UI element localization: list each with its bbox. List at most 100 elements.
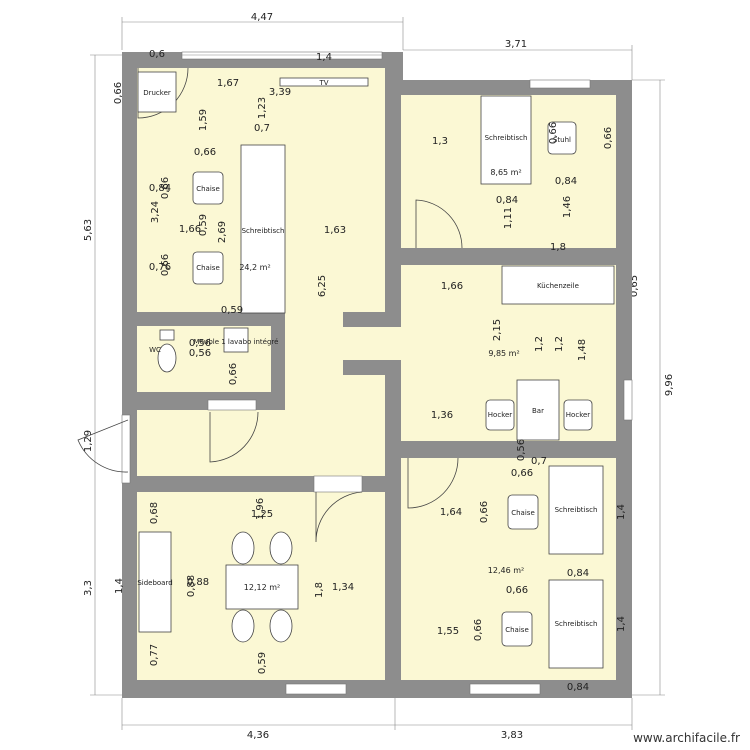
desk-bottom-right-2 (548, 579, 604, 669)
dim-bottom-right: 3,83 (501, 730, 523, 741)
bar-label: Bar (532, 407, 544, 415)
m-215: 2,15 (492, 319, 503, 341)
m-059c: 0,59 (257, 652, 268, 674)
door-top-right (415, 199, 463, 249)
m-125: 1,25 (251, 509, 273, 520)
m-155: 1,55 (437, 626, 459, 637)
dim-left-door: 1,29 (83, 430, 94, 452)
furniture-main: Drucker TV Schreibtisch Chaise Chaise 24… (137, 71, 369, 314)
dim-top-right: 3,71 (505, 39, 527, 50)
wc-bowl (157, 343, 177, 373)
desk-main-label: Schreibtisch (242, 227, 285, 235)
m-056c: 0,56 (516, 439, 527, 461)
bar-stool-1 (485, 399, 515, 431)
chair-main-2-label: Chaise (196, 264, 220, 272)
measurements-main: 0,6 1,4 0,66 1,67 3,39 1,23 1,59 0,7 0,6… (113, 49, 346, 385)
m-084-desk: 0,84 (496, 195, 518, 206)
m-167: 1,67 (217, 78, 239, 89)
area-kitchen: 9,85 m² (488, 349, 519, 358)
m-066f: 0,66 (548, 122, 559, 144)
dim-right-upper: 0,65 (629, 275, 640, 297)
door-entry (209, 411, 259, 463)
window-bottom-right (469, 683, 541, 695)
dining-chair-3 (231, 609, 255, 643)
bar-stool-2 (563, 399, 593, 431)
windows (121, 51, 633, 695)
m-06: 0,6 (149, 49, 165, 60)
m-14b: 1,4 (114, 578, 125, 594)
dim-left-lower: 3,3 (83, 580, 94, 596)
printer (137, 71, 177, 113)
m-059b: 0,59 (221, 305, 243, 316)
m-066g: 0,66 (603, 127, 614, 149)
m-14d: 1,4 (616, 616, 627, 632)
washbasin-label: Meuble 1 lavabo intégré (194, 338, 279, 346)
desk-bottom-right-1-label: Schreibtisch (555, 506, 598, 514)
window-top-main (181, 51, 383, 60)
dim-right-total: 9,96 (664, 374, 675, 396)
m-066h: 0,66 (511, 468, 533, 479)
area-main: 24,2 m² (239, 263, 270, 272)
m-164: 1,64 (440, 507, 462, 518)
m-07b: 0,7 (531, 456, 547, 467)
door-bottom-right (407, 457, 459, 509)
sideboard-label: Sideboard (137, 579, 172, 587)
stool-top-right (547, 121, 577, 155)
m-088a: 0,88 (187, 577, 209, 588)
kitchenette-label: Küchenzeile (537, 282, 579, 290)
chair-bottom-right-1 (507, 494, 539, 530)
m-12b: 1,2 (554, 336, 565, 352)
m-066k: 0,66 (473, 619, 484, 641)
sideboard (138, 531, 172, 633)
m-066i: 0,66 (479, 501, 490, 523)
watermark[interactable]: www.archifacile.fr (633, 731, 740, 745)
wc-tank (159, 329, 175, 341)
m-066c: 0,66 (160, 177, 171, 199)
chair-bottom-right-2 (501, 611, 533, 647)
wall-stub-lower (343, 360, 390, 375)
m-084b: 0,84 (555, 176, 577, 187)
bar-stool-1-label: Hocker (488, 411, 513, 419)
m-123: 1,23 (257, 97, 268, 119)
chair-main-2 (192, 251, 224, 285)
washbasin (223, 327, 249, 353)
m-066d: 0,66 (160, 254, 171, 276)
m-066b: 0,66 (194, 147, 216, 158)
door-bottom-left (315, 491, 363, 543)
m-059a: 0,59 (198, 214, 209, 236)
furniture-bottom-right: Schreibtisch Schreibtisch Chaise Chaise … (488, 465, 604, 669)
window-top-right (529, 79, 591, 89)
m-068: 0,68 (149, 502, 160, 524)
wc-label: WC (149, 346, 161, 354)
room-entry (137, 410, 385, 476)
desk-top-right (480, 95, 532, 185)
window-kitchen (623, 379, 633, 421)
m-269: 2,69 (217, 221, 228, 243)
furniture-bottom-left: Sideboard 12,12 m² (137, 531, 299, 643)
m-076: 0,76 (149, 262, 171, 273)
chair-bottom-right-1-label: Chaise (511, 509, 535, 517)
printer-label: Drucker (143, 89, 171, 97)
m-166b: 1,66 (441, 281, 463, 292)
m-339: 3,39 (269, 87, 291, 98)
desk-bottom-right-1 (548, 465, 604, 555)
wall-stub-upper (343, 312, 390, 327)
m-084a: 0,84 (149, 183, 171, 194)
m-066e: 0,66 (228, 363, 239, 385)
m-196: 1,96 (255, 498, 266, 520)
m-13: 1,3 (432, 136, 448, 147)
m-625: 6,25 (317, 275, 328, 297)
measurements-bottom-right: 0,66 1,64 0,66 1,4 0,84 0,66 1,55 0,66 1… (437, 468, 627, 693)
measurements-top-right: 1,3 0,66 0,66 0,84 0,84 1,11 1,46 1,8 (432, 122, 614, 253)
dining-table (225, 564, 299, 610)
area-bottom-left: 12,12 m² (244, 583, 280, 592)
window-entry (207, 399, 257, 411)
dim-top-left: 4,47 (251, 12, 273, 23)
m-134: 1,34 (332, 582, 354, 593)
m-136: 1,36 (431, 410, 453, 421)
desk-top-right-label: Schreibtisch (485, 134, 528, 142)
desk-bottom-right-2-label: Schreibtisch (555, 620, 598, 628)
m-088b: 0,88 (186, 575, 197, 597)
overall-dimensions: 4,47 3,71 5,63 1,29 3,3 9,96 0,65 4,36 3… (83, 12, 675, 741)
m-07a: 0,7 (254, 123, 270, 134)
